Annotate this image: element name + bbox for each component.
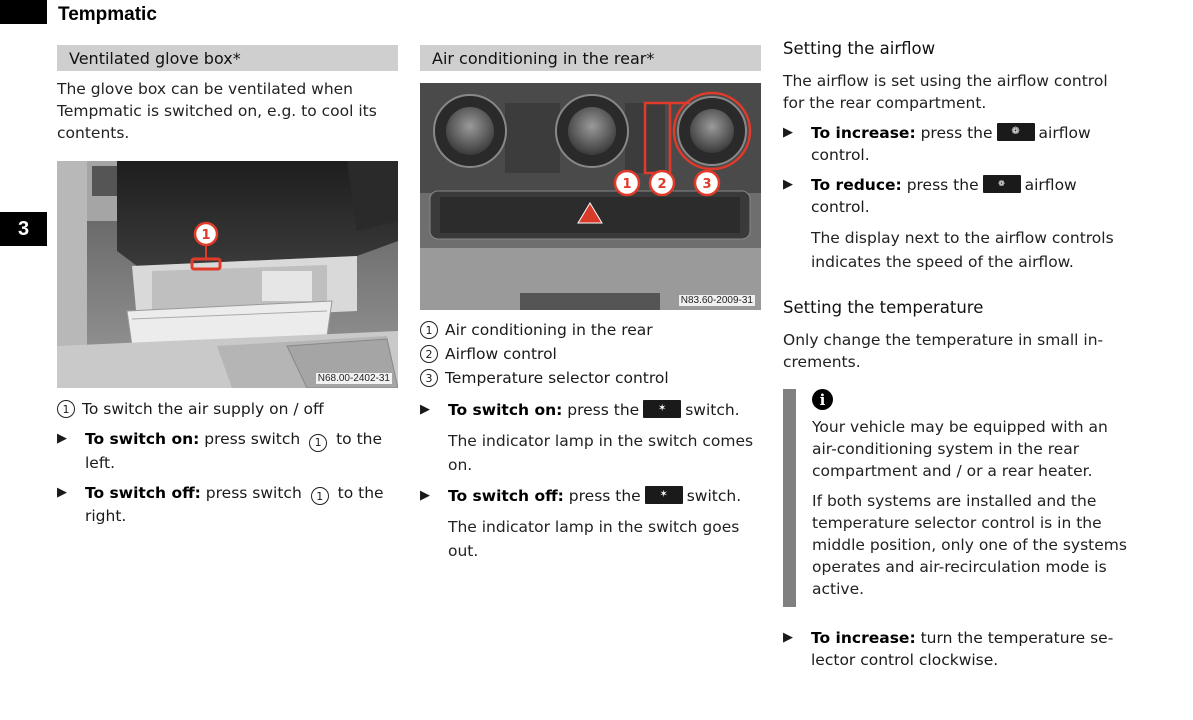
step-text-post: to the left. bbox=[85, 430, 383, 472]
fan-large-icon: ❁ bbox=[996, 123, 1035, 141]
figure-callout-2: 2 bbox=[657, 177, 666, 192]
step-airflow-reduce: ▶ To reduce: press the❁airflow control. bbox=[783, 174, 1128, 218]
airflow-intro: The airflow is set using the airflow con… bbox=[783, 72, 1108, 112]
figure-callout-1: 1 bbox=[622, 177, 631, 192]
step-text-post: airflow control. bbox=[811, 176, 1077, 216]
figure-callout-1: 1 bbox=[201, 228, 210, 243]
triangle-bullet-icon: ▶ bbox=[783, 125, 793, 140]
section-title-rear-ac: Air conditioning in the rear* bbox=[420, 45, 761, 71]
step-temperature-increase: ▶ To increase: turn the temperature se­l… bbox=[783, 627, 1128, 671]
step-label: To switch on: bbox=[85, 430, 200, 448]
triangle-bullet-icon: ▶ bbox=[420, 488, 430, 503]
callout-text: Air conditioning in the rear bbox=[445, 321, 653, 339]
step-text-pre: press the bbox=[906, 176, 979, 194]
step-label: To switch on: bbox=[448, 401, 563, 419]
info-box: i Your vehicle may be equipped with an a… bbox=[783, 389, 1128, 607]
rear-ac-figure: 1 2 3 N83.60-2009-31 bbox=[420, 83, 761, 310]
step-text-pre: press switch bbox=[204, 430, 301, 448]
callout-text: Temperature selector control bbox=[445, 369, 669, 387]
control-panel-illustration: 1 2 3 bbox=[420, 83, 761, 310]
step-switch-off: ▶ To switch off: press switch 1 to the r… bbox=[57, 482, 398, 528]
step-text: turn the temperature se­lector control c… bbox=[811, 629, 1114, 669]
triangle-bullet-icon: ▶ bbox=[783, 177, 793, 192]
callout-item-2: 2 Airflow control bbox=[420, 342, 761, 366]
step-label: To increase: bbox=[811, 629, 916, 647]
step-text-pre: press the bbox=[920, 124, 993, 142]
info-icon: i bbox=[812, 389, 833, 410]
callout-item-3: 3 Temperature selector control bbox=[420, 366, 761, 390]
step-text-post: airflow control. bbox=[811, 124, 1091, 164]
step-switch-on: ▶ To switch on: press switch 1 to the le… bbox=[57, 428, 398, 474]
step-note: The indicator lamp in the switch goes ou… bbox=[448, 518, 740, 560]
callout-number: 3 bbox=[420, 369, 438, 387]
callout-number: 2 bbox=[420, 345, 438, 363]
callout-number: 1 bbox=[420, 321, 438, 339]
glove-box-callouts: 1 To switch the air supply on / off bbox=[57, 397, 398, 421]
step-rear-ac-off: ▶ To switch off: press the✶switch. bbox=[420, 485, 761, 507]
triangle-bullet-icon: ▶ bbox=[57, 431, 67, 446]
callout-item-1: 1 Air conditioning in the rear bbox=[420, 318, 761, 342]
step-text-post: to the right. bbox=[85, 483, 384, 526]
step-text-pre: press the bbox=[567, 401, 640, 419]
step-text-post: switch. bbox=[685, 401, 740, 419]
step-note: The display next to the airflow controls… bbox=[811, 229, 1114, 271]
fan-small-icon: ❁ bbox=[982, 175, 1021, 193]
callout-number: 1 bbox=[309, 433, 328, 452]
rear-ac-callouts: 1 Air conditioning in the rear 2 Airflow c… bbox=[420, 318, 761, 390]
figure-code: N68.00-2402-31 bbox=[315, 373, 392, 384]
step-label: To switch off: bbox=[448, 487, 564, 505]
callout-number: 1 bbox=[310, 487, 329, 505]
step-airflow-increase: ▶ To increase: press the❁airflow control… bbox=[783, 122, 1128, 166]
column-rear-ac: Air conditioning in the rear* bbox=[420, 44, 761, 563]
callout-text: Airflow control bbox=[445, 345, 557, 363]
step-text-pre: press the bbox=[568, 487, 641, 505]
triangle-bullet-icon: ▶ bbox=[420, 402, 430, 417]
heading-setting-airflow: Setting the airflow bbox=[783, 39, 936, 58]
callout-item-1: 1 To switch the air supply on / off bbox=[57, 397, 398, 421]
figure-callout-3: 3 bbox=[702, 177, 711, 192]
info-bar bbox=[783, 389, 796, 607]
step-label: To reduce: bbox=[811, 176, 902, 194]
info-paragraph-2: If both systems are installed and the te… bbox=[812, 492, 1127, 598]
temperature-intro: Only change the temperature in small in­… bbox=[783, 331, 1104, 371]
step-text-pre: press switch bbox=[205, 483, 302, 502]
step-label: To switch off: bbox=[85, 483, 201, 502]
step-text-post: switch. bbox=[686, 487, 742, 505]
step-label: To increase: bbox=[811, 124, 916, 142]
header-black-bar bbox=[0, 0, 47, 24]
step-rear-ac-on: ▶ To switch on: press the✶switch. bbox=[420, 399, 761, 421]
step-note: The indicator lamp in the switch comes o… bbox=[448, 432, 754, 474]
figure-code: N83.60-2009-31 bbox=[678, 295, 755, 306]
triangle-bullet-icon: ▶ bbox=[57, 484, 67, 500]
glove-box-figure: 1 N68.00-2402-31 bbox=[57, 161, 398, 388]
column-airflow-temperature: Setting the airflow The airflow is set u… bbox=[783, 38, 1128, 671]
callout-text: To switch the air supply on / off bbox=[82, 400, 324, 418]
triangle-bullet-icon: ▶ bbox=[783, 630, 793, 645]
glove-box-intro: The glove box can be ventilated when Tem… bbox=[57, 80, 377, 142]
callout-number: 1 bbox=[57, 400, 75, 418]
page-title: Tempmatic bbox=[58, 4, 157, 25]
rear-ac-switch-icon: ✶ bbox=[644, 486, 683, 504]
rear-ac-switch-icon: ✶ bbox=[643, 400, 682, 418]
section-title-glove-box: Ventilated glove box* bbox=[57, 45, 398, 71]
heading-setting-temperature: Setting the temperature bbox=[783, 298, 984, 317]
chapter-tab: 3 bbox=[0, 212, 47, 246]
column-glove-box: Ventilated glove box* The glove box can … bbox=[57, 44, 398, 527]
info-paragraph-1: Your vehicle may be equipped with an air… bbox=[812, 418, 1108, 480]
glove-box-illustration: 1 bbox=[57, 161, 398, 388]
